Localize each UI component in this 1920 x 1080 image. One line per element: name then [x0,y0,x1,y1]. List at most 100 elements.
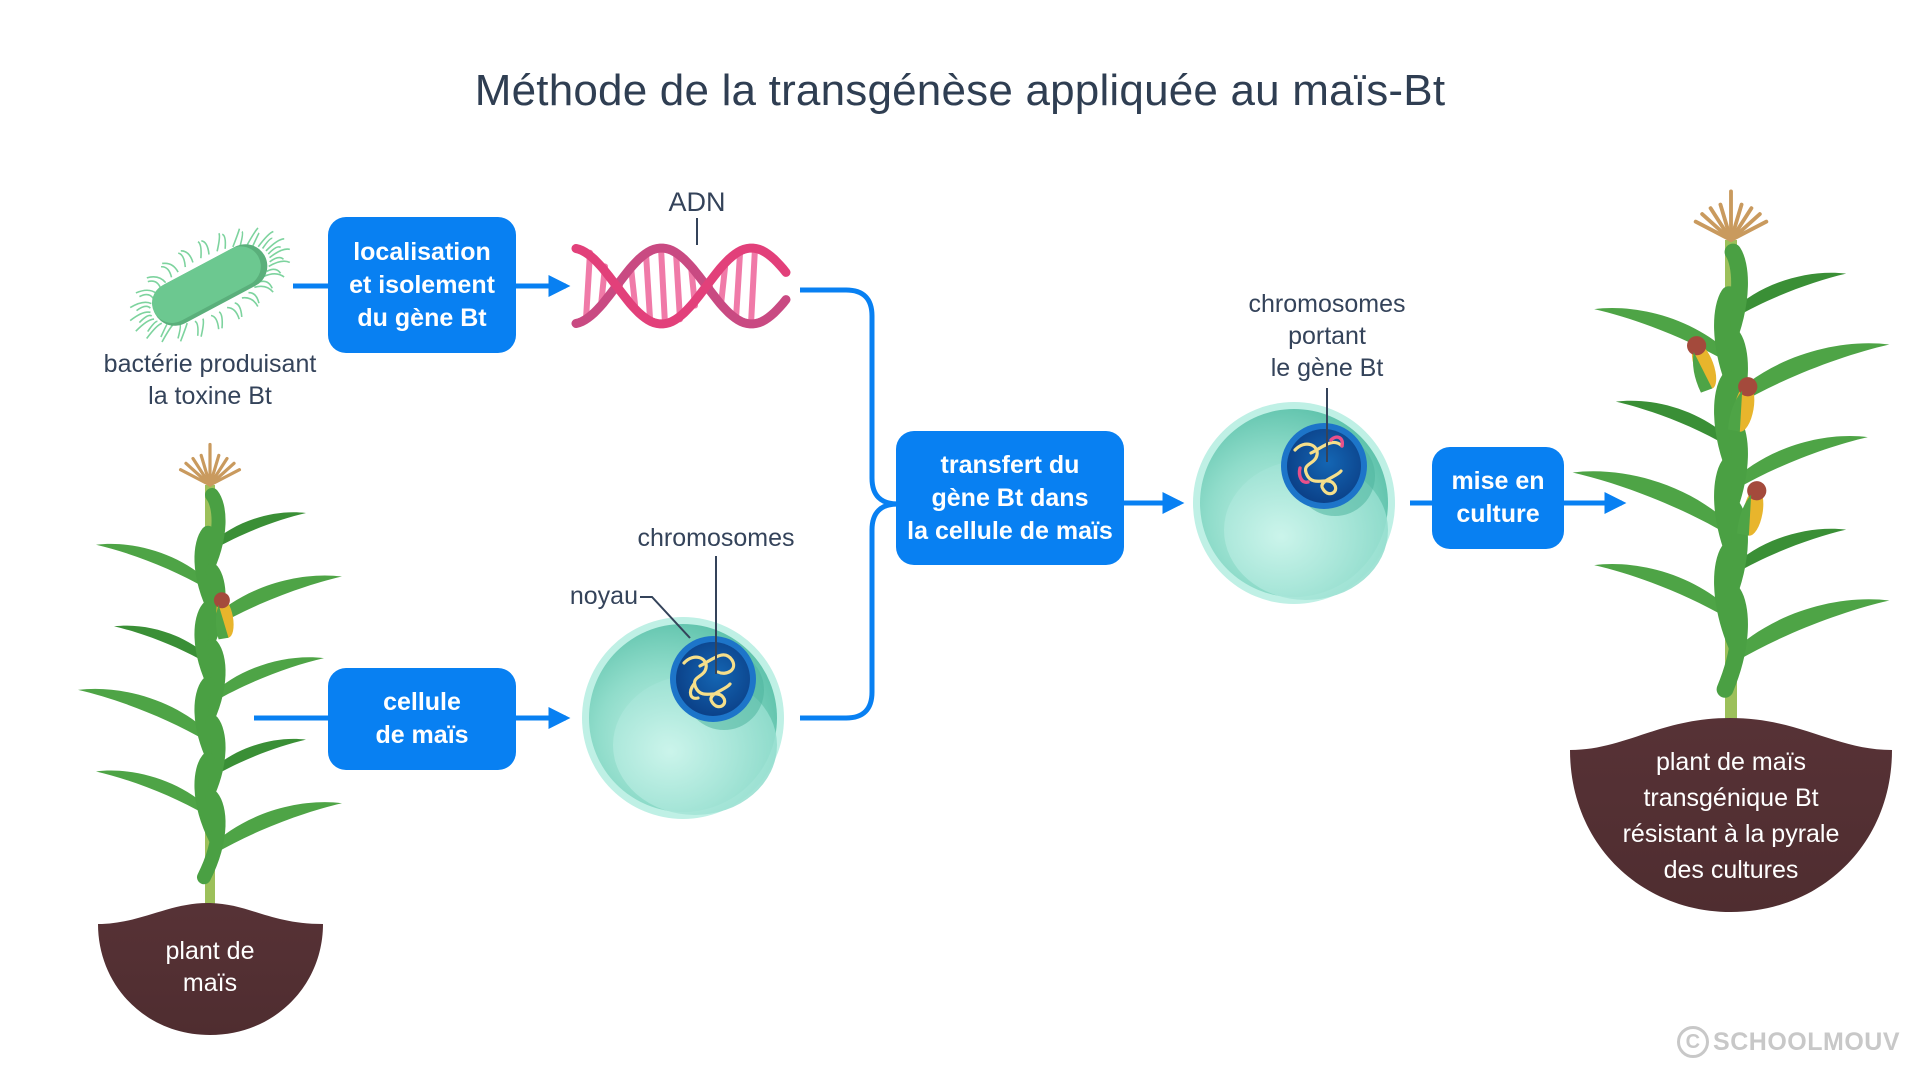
chromosomes-label: chromosomes [637,524,795,552]
plant-label-line: plant de [165,937,255,965]
watermark: C SCHOOLMOUV [1677,1026,1900,1058]
cilium [197,240,202,259]
cilium [239,230,244,246]
cilium [254,285,274,293]
cell-icon [582,617,784,819]
leaf [1594,307,1731,362]
cilium [201,240,210,255]
plant-label-line: maïs [182,969,238,997]
step-culture-line: mise en [1451,467,1545,495]
step-transfer-box: transfert du gène Bt dans la cellule de … [896,431,1124,565]
transgenic-corn-plant-icon [1572,189,1890,720]
step-transfer-line: transfert du [940,450,1080,479]
nucleus-icon [670,636,756,722]
bracket-connector-top [800,287,899,507]
cilium [139,293,155,300]
watermark-text: SCHOOLMOUV [1713,1027,1900,1056]
dna-base-pair [658,245,668,327]
dna-base-pair [748,245,758,327]
cilium [194,320,199,336]
chromosomes-icon [682,653,736,709]
cilium [200,318,205,337]
cilium [216,232,221,252]
leaf [210,657,324,702]
tassel [178,442,242,487]
cilium [179,322,188,342]
cilium [160,323,168,338]
leaf-sheath [197,714,226,809]
step-cell-line: cellule [383,688,461,716]
plant-label: plant de maïs [110,935,310,999]
leaf-sheath [1716,584,1748,698]
cilium [180,250,194,263]
corn-ear [1687,336,1717,393]
transgenic-chromosomes-label: chromosomes portant le gène Bt [1217,288,1437,384]
cilium [147,320,158,333]
cilium [268,260,291,268]
step-transfer-line: gène Bt dans [931,483,1089,512]
step-culture-box: mise en culture [1432,447,1564,549]
leaf [1731,343,1890,406]
step-transfer-line: la cellule de maïs [907,516,1113,545]
leaf [78,688,210,741]
cilium [218,311,224,329]
copyright-icon: C [1677,1026,1710,1058]
cilium [136,305,151,312]
leaf [95,543,210,589]
cilium [146,276,167,284]
bracket-connector-bottom [800,501,899,721]
result-label-line: transgénique Bt [1643,784,1819,812]
bacteria-label-line: la toxine Bt [148,382,272,410]
step-isolation-line: et isolement [349,270,495,299]
leaf [1731,435,1868,490]
cilium [269,256,285,263]
leaf-sheath [194,676,223,771]
cilium [177,252,187,268]
transgenic-chromosomes-label-line: chromosomes [1248,290,1406,318]
cilium [146,322,163,340]
leaf-sheath [197,790,226,885]
dna-strand [571,243,791,329]
result-label-line: résistant à la pyrale [1622,820,1840,848]
cilium [263,273,285,278]
connectors [254,274,1627,730]
cilium [234,302,243,317]
cilium [261,237,273,249]
leaf-sheath [194,525,223,620]
cilium [265,237,285,252]
cilium [138,314,153,324]
cilium [221,233,227,249]
corn-ear [1728,377,1758,432]
nucleus-label: noyau [569,582,638,610]
cilium [267,246,282,255]
step-isolation-box: localisation et isolement du gène Bt [328,217,516,353]
result-label-line: plant de maïs [1655,748,1807,776]
bt-gene-segment-icon [1329,435,1345,448]
cilium [248,291,260,304]
cilium [129,301,152,309]
tassel [1693,189,1769,242]
cilium [177,323,182,339]
leaf-sheath [197,639,226,734]
leaf-sheath [194,601,223,696]
cilium [246,227,259,246]
soil-mound-left [98,902,323,1035]
dna-strand [571,243,791,329]
cilium [227,306,240,320]
diagram-title: Méthode de la transgénèse appliquée au m… [474,66,1446,115]
leaf [1731,599,1890,662]
nucleus-pointer [640,596,691,639]
bacteria-icon [129,227,291,343]
transgenic-nucleus-icon [1281,423,1367,509]
dna-helix-icon [571,243,791,329]
dna-base-pair [583,249,593,323]
cilium [210,314,220,330]
leaf-sheath [194,752,223,847]
step-cell-box: cellule de maïs [328,668,516,770]
bt-gene-segment-icon [1297,466,1310,484]
result-label: plant de maïs transgénique Bt résistant … [1590,744,1872,888]
cilium [135,318,155,332]
cilium [147,280,162,289]
transgenic-chromosomes-label-line: le gène Bt [1270,354,1384,382]
